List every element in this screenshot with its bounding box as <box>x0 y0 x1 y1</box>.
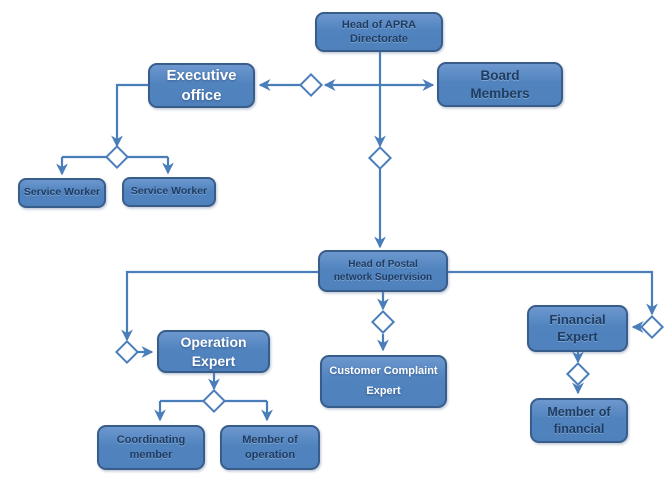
node-label-line: Operation <box>180 334 247 351</box>
node-executive-office: Executive office <box>148 63 255 108</box>
node-label-line: Executive <box>166 67 237 84</box>
node-label-line: Service Worker <box>23 186 101 199</box>
diamond-connector <box>565 361 591 387</box>
connector-postal-left <box>121 270 318 342</box>
node-head-of-postal-network-supervision: Head of Postal network Supervision <box>318 250 448 292</box>
diamond-connector <box>201 388 227 414</box>
node-head-of-apra-directorate: Head of APRA Directorate <box>315 12 443 52</box>
node-label-line: Service Worker <box>130 185 208 198</box>
node-label-line: Expert <box>557 328 598 344</box>
node-customer-complaint-expert: Customer Complaint Expert <box>320 355 447 408</box>
node-label-line: member <box>129 448 173 461</box>
node-label-line: office <box>181 86 222 104</box>
node-label-line: Members <box>470 85 530 101</box>
node-coordinating-member: Coordinating member <box>97 425 205 470</box>
diamond-connector <box>298 72 324 98</box>
node-service-worker-right: Service Worker <box>122 177 216 207</box>
node-label-line: Member of <box>547 405 611 420</box>
diamond-connector <box>104 144 130 170</box>
diamond-connector <box>639 314 665 340</box>
node-label-line: Member of <box>242 434 298 447</box>
node-label-line: Financial <box>549 311 606 327</box>
node-label-line: Expert <box>366 385 401 398</box>
node-financial-expert: Financial Expert <box>527 305 628 352</box>
diamond-connector <box>367 145 393 171</box>
node-operation-expert: Operation Expert <box>157 330 270 373</box>
connector-exec-down <box>111 83 148 148</box>
node-label-line: Board <box>480 67 520 83</box>
node-label-line: Head of APRA <box>341 18 417 31</box>
node-service-worker-left: Service Worker <box>18 178 106 208</box>
node-label-line: network Supervision <box>333 272 433 283</box>
connector-postal-right <box>448 270 658 316</box>
diamond-connector <box>114 339 140 365</box>
node-label-line: operation <box>244 448 296 461</box>
node-label-line: financial <box>553 421 605 436</box>
node-label-line: Directorate <box>349 33 409 45</box>
diamond-connector <box>370 309 396 335</box>
node-member-of-operation: Member of operation <box>220 425 320 470</box>
node-label-line: Customer Complaint <box>329 365 438 378</box>
node-member-of-financial: Member of financial <box>530 398 628 443</box>
node-board-members: Board Members <box>437 62 563 107</box>
node-label-line: Coordinating <box>116 434 186 447</box>
node-label-line: Expert <box>191 352 236 369</box>
node-label-line: Head of Postal <box>348 259 418 270</box>
